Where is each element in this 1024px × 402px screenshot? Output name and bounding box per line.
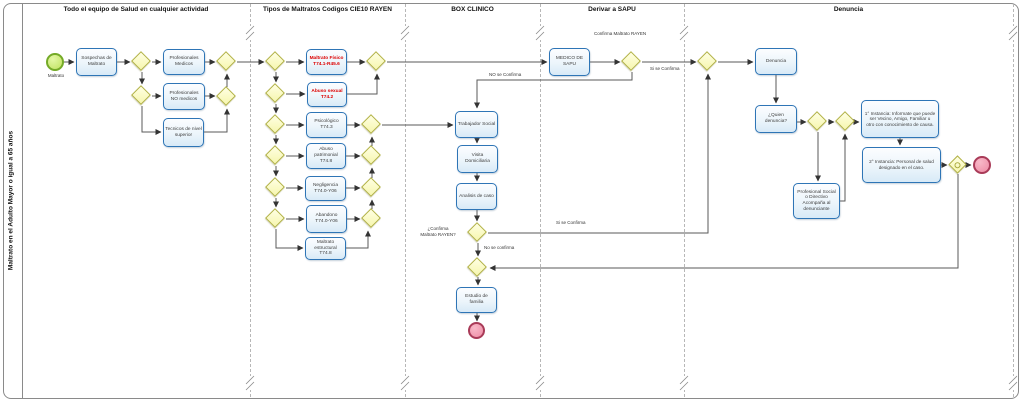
lane-separator <box>250 4 251 397</box>
task-quien-denuncia: ¿Quien denuncia? <box>755 105 797 133</box>
start-event-maltrato <box>46 53 64 71</box>
task-abandono: Abandono T74.0-Y06 <box>306 205 347 233</box>
task-abuso-sexual: Abuso sexual T74.2 <box>307 82 347 107</box>
edge-label-confirma-maltrato-rayen: Confirma Maltrato RAYEN <box>594 31 647 36</box>
task-profesionales-medicos: Profesionales Medicos <box>163 49 205 75</box>
end-event <box>973 156 991 174</box>
task-segunda-instancia: 2° Instancia: Personal de salud designad… <box>862 147 941 183</box>
task-medico-de-sapu: MEDICO DE SAPU <box>549 48 590 76</box>
lane-title-box-clinico: BOX CLINICO <box>451 6 494 13</box>
lane-break-marks <box>245 25 1018 391</box>
pool-border <box>3 3 1019 399</box>
edge-label-si-se-confirma-rayen: Si se Confirma <box>556 220 586 225</box>
task-trabajador-social: Trabajador Social <box>455 111 498 138</box>
task-negligencia: Negligencia T74.0-Y06 <box>305 176 346 201</box>
task-primera-instancia: 1° Instancia: Informate que puede ser Ve… <box>861 100 939 138</box>
lane-title-denuncia: Denuncia <box>833 6 864 13</box>
end-event <box>468 322 485 339</box>
edge-label-no-se-confirma-sapu: NO se Confirma <box>489 72 522 77</box>
task-estudio-de-familia: Estudio de familia <box>456 287 497 313</box>
task-psicologico: Psicológico T74.3 <box>306 112 347 138</box>
lane-separator <box>684 4 685 397</box>
pool-title-divider <box>22 4 23 398</box>
lane-separator <box>1013 4 1014 397</box>
edge-label-si-se-confirma-sapu: Si se Confirma <box>650 66 680 71</box>
task-profesional-social: Profesional Social o Directivo Acompaña … <box>793 183 840 219</box>
task-maltrato-estructural: Maltrato estructural T74.8 <box>305 237 346 260</box>
edge-label-confirma-rayen-question: ¿Confirma Maltrato RAYEN? <box>420 226 456 237</box>
flow-edges <box>64 59 972 322</box>
task-profesionales-no-medicos: Profesionales NO medicos <box>163 83 205 110</box>
task-sospechas-maltrato: Sospechas de Maltrato <box>76 48 117 76</box>
task-denuncia: Denuncia <box>755 48 797 75</box>
inclusive-gateway-circle <box>952 160 963 170</box>
lane-separator <box>540 4 541 397</box>
start-event-label: Maltrato <box>47 73 65 78</box>
lane-title-tipos-maltrato: Tipos de Maltratos Codigos CIE10 RAYEN <box>263 6 392 13</box>
task-analisis-de-caso: Analisis de caso <box>456 183 497 210</box>
task-maltrato-fisico: Maltrato Físico T74.1-R45.6 <box>306 49 347 75</box>
edge-label-no-se-confirma-rayen: No se confirma <box>484 245 515 250</box>
lane-title-equipo-salud: Todo el equipo de Salud en cualquier act… <box>63 6 209 13</box>
lane-separator <box>405 4 406 397</box>
task-tecnicos-nivel-superior: Tecnicos de nivel superior <box>163 118 204 147</box>
lane-title-derivar-sapu: Derivar a SAPU <box>588 6 636 13</box>
task-abuso-patrimonial: Abuso patrimonial T74.8 <box>306 143 346 169</box>
task-visita-domiciliaria: Visita Domiciliaria <box>457 145 498 173</box>
